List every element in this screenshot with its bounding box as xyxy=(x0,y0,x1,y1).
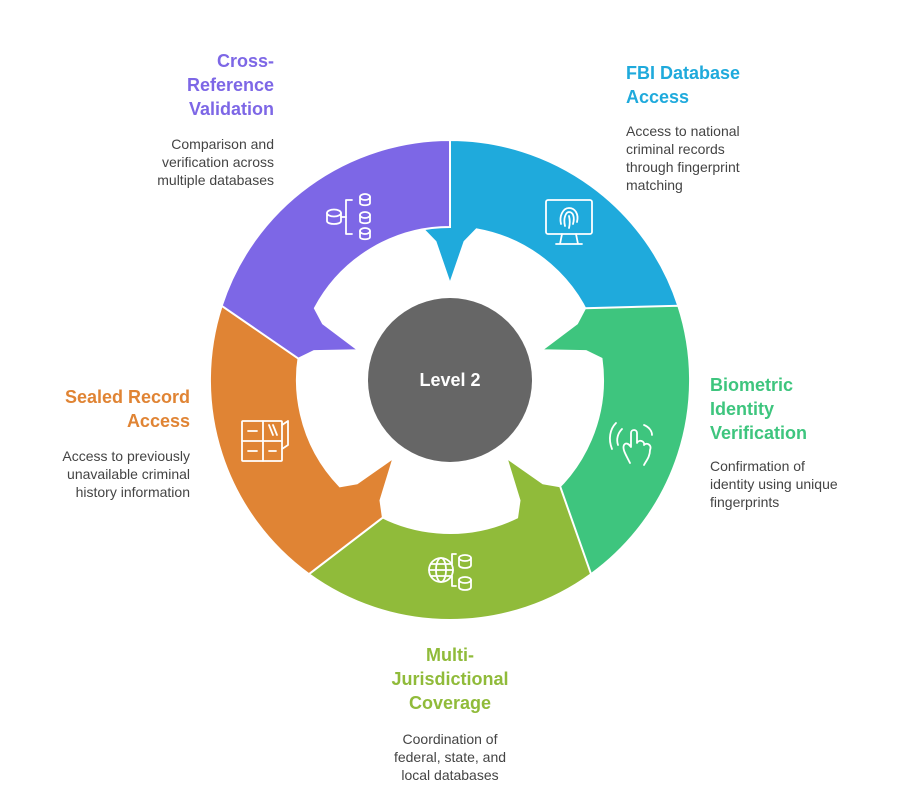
cross-reference-label-block: Cross- Reference Validation Comparison a… xyxy=(100,49,274,189)
sealed-record-label-block: Sealed Record Access Access to previousl… xyxy=(20,385,190,501)
cross-reference-title: Cross- Reference Validation xyxy=(186,51,274,119)
globe-database-icon xyxy=(428,553,472,591)
sealed-record-title: Sealed Record Access xyxy=(64,387,190,431)
sealed-record-description: Access to previously unavailable crimina… xyxy=(62,448,190,500)
icons-layer xyxy=(241,193,653,591)
fbi-label-block: FBI Database Access Access to national c… xyxy=(626,61,826,194)
fbi-title: FBI Database Access xyxy=(626,63,741,107)
cross-reference-description: Comparison and verification across multi… xyxy=(157,136,274,188)
biometric-label-block: Biometric Identity Verification Confirma… xyxy=(710,373,890,511)
multi-jurisdictional-description: Coordination of federal, state, and loca… xyxy=(393,731,507,783)
center-circle xyxy=(368,298,532,462)
multi-jurisdictional-label-block: Multi- Jurisdictional Coverage Coordinat… xyxy=(330,643,570,784)
fbi-description: Access to national criminal records thro… xyxy=(626,123,740,193)
fingerprint-monitor-icon xyxy=(545,199,593,245)
biometric-title: Biometric Identity Verification xyxy=(710,375,808,443)
file-cabinet-icon xyxy=(241,420,289,462)
database-network-icon xyxy=(326,193,371,241)
multi-jurisdictional-title: Multi- Jurisdictional Coverage xyxy=(391,645,509,713)
segment-cross xyxy=(220,138,451,360)
center-label: Level 2 xyxy=(419,370,480,390)
center-layer: Level 2 xyxy=(368,298,532,462)
segments-layer xyxy=(208,138,692,622)
biometric-description: Confirmation of identity using unique fi… xyxy=(710,458,838,510)
touch-gesture-icon xyxy=(609,422,653,466)
